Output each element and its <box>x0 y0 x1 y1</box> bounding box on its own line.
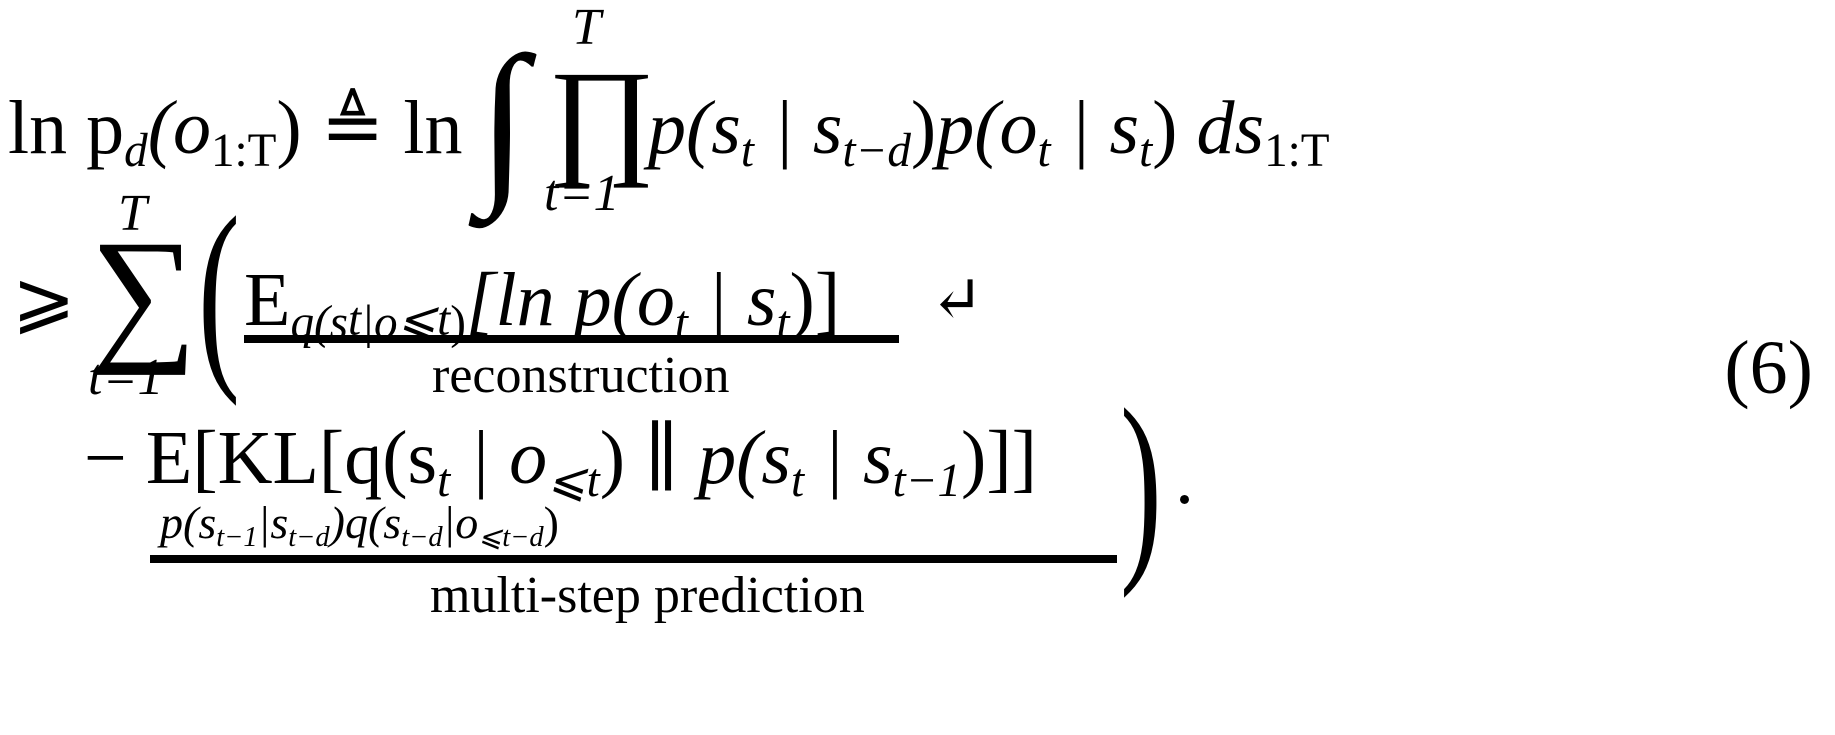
prediction-label: multi-step prediction <box>430 567 865 624</box>
reconstruction-label: reconstruction <box>432 347 730 404</box>
equation-line-1: ln pd(o1:T) ≜ ln <box>8 90 463 175</box>
lhs-argument-subscript: 1:T <box>211 125 277 178</box>
term-observation-sub: t <box>1037 125 1051 178</box>
kl-sub-le: ⩽t <box>547 455 600 508</box>
kl-divergence: KL[q(s <box>217 416 438 500</box>
term-transition-sub2: t−d <box>842 125 911 178</box>
exp-sub-q: )q(s <box>329 497 402 548</box>
product-symbol: ∏ <box>548 45 656 189</box>
expectation-subscript: p(st−1|st−d)q(st−d|o⩽t−d) <box>160 500 559 553</box>
lhs-ln: ln p <box>8 86 125 170</box>
reconstruction-underbrace <box>244 335 899 343</box>
exp-sub-le: ⩽t−d <box>478 521 544 553</box>
kl-sub-t: t <box>437 455 451 508</box>
expectation-operator-2: E <box>145 416 193 500</box>
rhs-ln: ln <box>403 86 463 170</box>
exp-sub-mid2: |o <box>442 497 479 548</box>
parallel-symbol: ∥ <box>644 416 680 500</box>
product-lower-limit: t=1 <box>544 165 620 222</box>
term-observation-sub2: t <box>1139 125 1153 178</box>
prior-sub-t: t <box>791 455 805 508</box>
differential: ds <box>1196 86 1265 170</box>
sum-symbol: ∑ <box>90 210 197 376</box>
exp-sub-p: p(s <box>160 497 217 548</box>
expectation-operator: E <box>244 258 291 342</box>
exp-sub-close: ) <box>543 497 559 548</box>
kl-term: − E[KL[q(st | o⩽t) ∥ p(st | st−1)]] <box>84 420 1037 505</box>
product-upper-limit: T <box>572 0 601 56</box>
exp-sub-mid: |s <box>257 497 289 548</box>
sum-lower-limit: t=1 <box>88 349 164 406</box>
term-transition-sub: t <box>740 125 754 178</box>
sum-upper-limit: T <box>118 185 147 242</box>
expectation-sub-t: t <box>348 293 362 346</box>
period: . <box>1175 436 1194 520</box>
outer-bracket-open: [ <box>192 416 218 500</box>
differential-sub: 1:T <box>1264 125 1330 178</box>
term-transition: p(s <box>648 86 741 170</box>
expectation-sub-close: ) <box>450 297 466 350</box>
line-1-terms: p(st | st−d)p(ot | st) ds1:T <box>648 90 1329 175</box>
term-observation-mid: | s <box>1050 86 1140 170</box>
lhs-close: ) <box>276 86 302 170</box>
relation-geq: ⩾ <box>12 258 76 342</box>
close-paren-large: ) <box>1120 367 1162 599</box>
relation-defined: ≜ <box>320 86 385 170</box>
open-paren-large: ( <box>198 175 240 407</box>
prior-mid: | s <box>804 416 893 500</box>
exp-sub-td2: t−d <box>401 521 443 553</box>
integral-symbol: ∫ <box>478 20 528 219</box>
log-likelihood-sub: t <box>674 297 688 350</box>
prior-close: )]] <box>961 416 1037 500</box>
log-likelihood-mid: | s <box>687 258 777 342</box>
log-likelihood: [ln p(o <box>465 258 675 342</box>
prior-term: p(s <box>698 416 792 500</box>
log-likelihood-sub2: t <box>776 297 790 350</box>
term-observation: p(o <box>936 86 1038 170</box>
term-observation-close: ) <box>1152 86 1178 170</box>
exp-sub-td: t−d <box>288 521 330 553</box>
exp-sub-t1: t−1 <box>216 521 258 553</box>
term-transition-mid: | s <box>753 86 843 170</box>
log-likelihood-close: )] <box>789 258 841 342</box>
prediction-underbrace <box>150 555 1117 563</box>
kl-close: ) <box>599 416 626 500</box>
lhs-subscript: d <box>124 125 148 178</box>
minus-sign: − <box>84 416 127 500</box>
lhs-argument: (o <box>147 86 211 170</box>
prior-sub-t1: t−1 <box>892 455 962 508</box>
continuation-arrow: ↵ <box>930 264 984 335</box>
term-transition-close: ) <box>910 86 937 170</box>
kl-mid: | o <box>450 416 548 500</box>
equation-number: (6) <box>1724 326 1813 410</box>
